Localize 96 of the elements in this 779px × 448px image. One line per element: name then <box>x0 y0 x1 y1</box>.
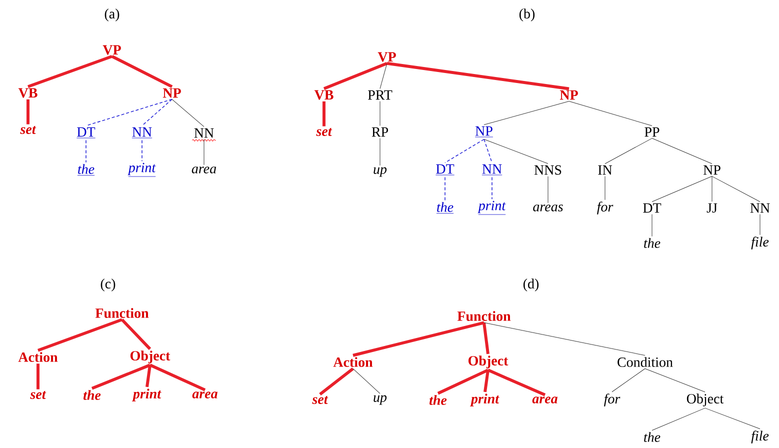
tree-branch <box>149 364 206 392</box>
tag-label: Function <box>457 311 511 321</box>
tag-label: NN <box>482 164 502 176</box>
panel-label: (c) <box>100 278 116 292</box>
word-label: areas <box>533 204 563 212</box>
tree-branch <box>444 138 484 164</box>
tree-branch <box>322 101 326 126</box>
word-label: the <box>83 390 101 400</box>
word-label: the <box>77 164 95 176</box>
word-label: up <box>374 395 387 405</box>
tree-branch <box>604 138 652 164</box>
word-label: area <box>532 396 558 404</box>
word-label: print <box>478 200 506 215</box>
tree-branch <box>484 370 490 392</box>
word-label: for <box>597 202 614 214</box>
tag-label: VB <box>18 88 38 98</box>
tree-branch <box>172 99 204 127</box>
tag-label: DT <box>76 127 96 138</box>
tag-label: Object <box>686 394 724 406</box>
tree-branch <box>146 364 152 388</box>
tree-branch <box>352 368 380 394</box>
word-label: area <box>192 166 216 174</box>
word-label: for <box>604 394 620 406</box>
tree-branch <box>444 176 446 201</box>
tag-label: VB <box>314 90 334 100</box>
tag-label: VP <box>378 52 396 62</box>
tag-label: DT <box>435 164 455 176</box>
word-label: print <box>132 388 162 402</box>
tree-branch <box>26 99 30 124</box>
panel-label: (b) <box>519 8 535 22</box>
tag-label: Action <box>333 357 373 367</box>
tag-label: NN <box>194 128 214 138</box>
word-label: file <box>751 236 769 250</box>
tree-branch <box>652 176 712 202</box>
tree-branch <box>652 138 712 164</box>
tree-branch <box>36 364 40 390</box>
tag-label: NN <box>132 127 152 138</box>
tree-branch <box>323 62 388 90</box>
tree-branch <box>142 98 172 126</box>
word-label: print <box>128 162 156 177</box>
word-label: set <box>20 126 36 134</box>
tag-label: Function <box>95 308 149 318</box>
word-label: the <box>429 395 447 405</box>
tree-branch <box>644 368 706 392</box>
tree-branch <box>612 368 646 392</box>
tree-branch <box>487 368 546 396</box>
tree-branch <box>386 62 570 90</box>
tag-label: PRT <box>368 90 392 100</box>
tag-label: NNS <box>534 165 562 175</box>
word-label: the <box>644 432 660 442</box>
tag-label: Object <box>468 356 508 368</box>
tree-branch <box>319 367 354 396</box>
tree-branch <box>91 364 151 390</box>
tree-branch <box>712 176 760 202</box>
tag-label: RP <box>372 127 388 137</box>
tree-branch <box>484 139 548 164</box>
word-label: print <box>470 394 500 406</box>
word-label: file <box>751 430 769 444</box>
word-label: set <box>30 391 46 400</box>
tree-branch <box>352 321 484 357</box>
tag-label: Action <box>18 352 58 362</box>
word-label: up <box>374 167 387 177</box>
tree-branch <box>111 55 173 88</box>
word-label: the <box>436 202 454 214</box>
tree-branch <box>652 408 706 431</box>
panel-label: (a) <box>104 8 120 22</box>
tree-branch <box>437 368 489 395</box>
tree-branch <box>484 101 570 125</box>
tag-label: NP <box>703 165 720 175</box>
tree-branch <box>120 318 152 350</box>
tree-branch <box>86 98 172 126</box>
word-label: area <box>192 392 218 398</box>
tag-label: JJ <box>706 203 718 213</box>
tree-branch <box>604 176 606 200</box>
tree-branch <box>482 322 490 354</box>
tag-label: IN <box>598 165 612 175</box>
tag-label: Object <box>130 350 170 364</box>
tree-branch <box>28 54 113 88</box>
tag-label: NN <box>750 203 770 213</box>
tag-label: Condition <box>618 357 673 367</box>
tag-label: NP <box>474 126 494 138</box>
tree-branch <box>484 138 492 164</box>
tag-label: NP <box>560 90 578 100</box>
panel-label: (d) <box>523 278 539 292</box>
tree-branch <box>568 101 652 126</box>
word-label: the <box>644 238 660 248</box>
tag-label: DT <box>643 203 662 213</box>
word-label: set <box>312 396 328 404</box>
word-label: set <box>316 128 332 136</box>
tree-branch <box>38 318 123 352</box>
tree-branch <box>380 63 388 89</box>
tag-label: NP <box>162 88 181 98</box>
tag-label: PP <box>644 127 660 137</box>
tree-branch <box>704 408 760 430</box>
tree-branch <box>484 322 646 356</box>
tag-label: VP <box>102 45 121 55</box>
